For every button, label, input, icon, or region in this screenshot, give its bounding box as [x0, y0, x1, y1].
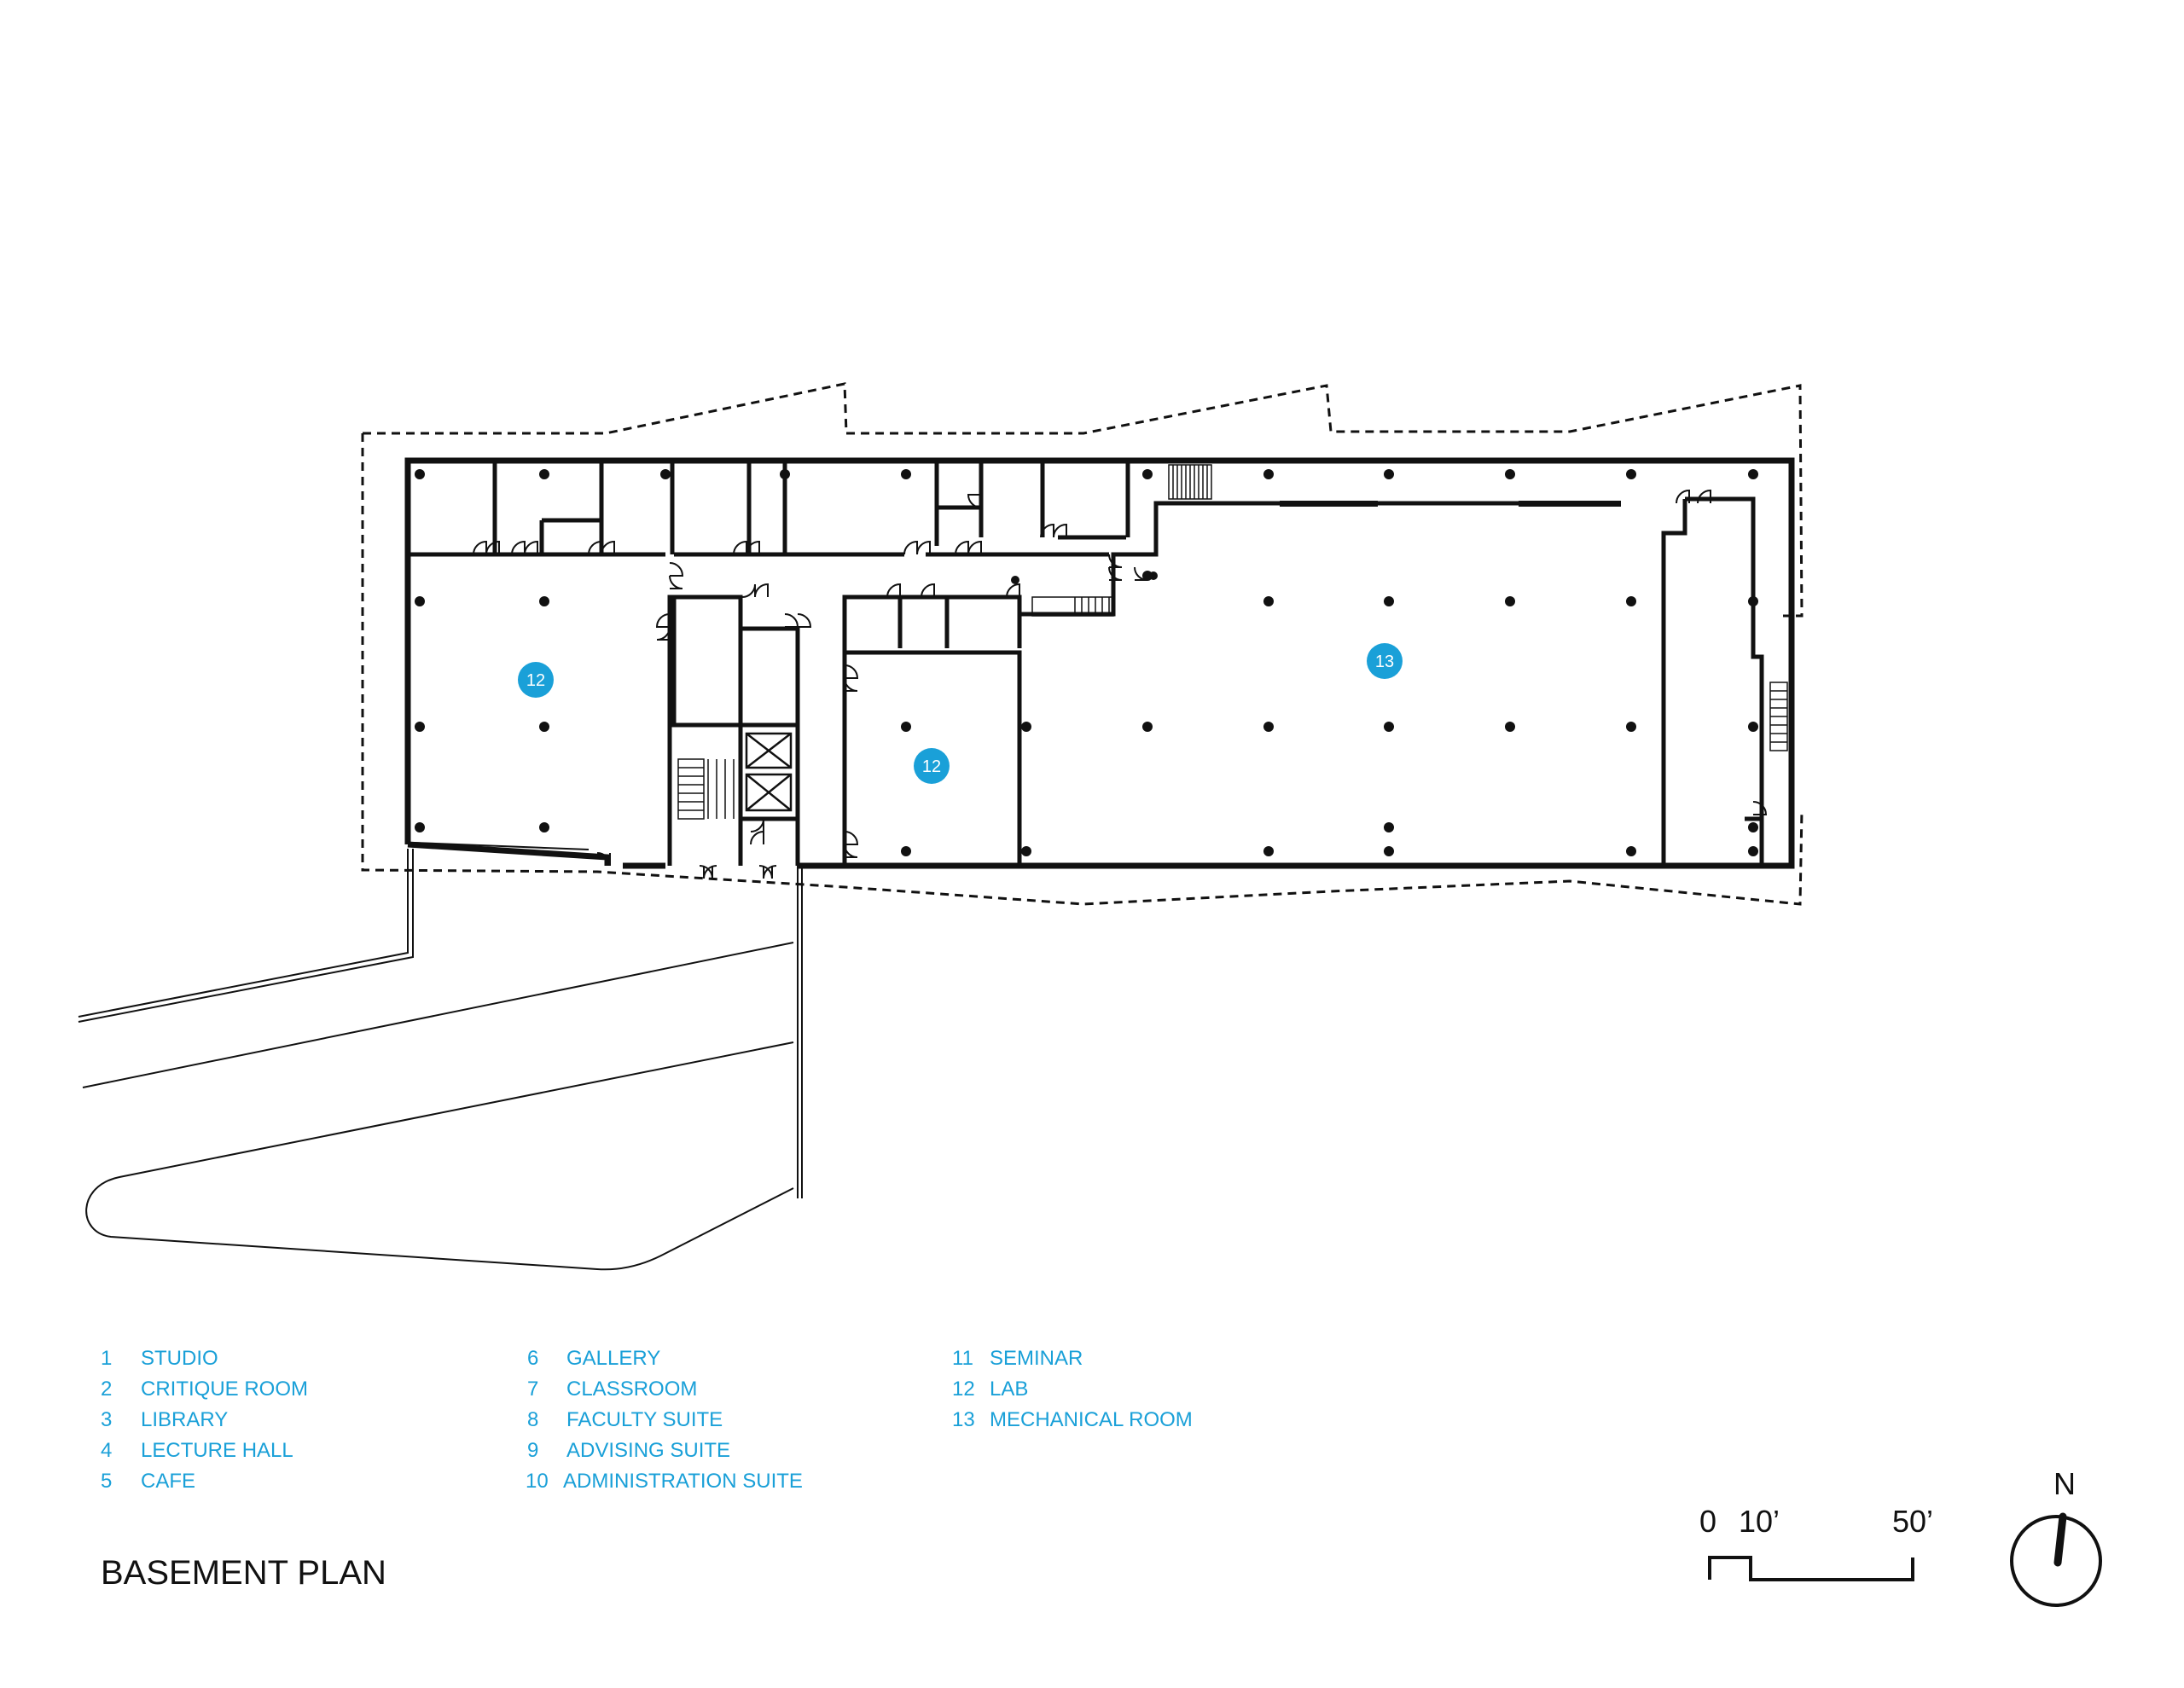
- room-legend: 1 STUDIO 2 CRITIQUE ROOM 3 LIBRARY 4 LEC…: [101, 1347, 1193, 1493]
- legend-num: 13: [952, 1408, 975, 1431]
- upper-floor-outline: [361, 382, 1804, 906]
- north-label: N: [2053, 1466, 2076, 1501]
- legend-label: STUDIO: [141, 1347, 218, 1370]
- door-swings: [473, 489, 1768, 879]
- legend-label: LIBRARY: [141, 1408, 228, 1431]
- legend-num: 6: [527, 1347, 538, 1370]
- legend-label: LAB: [990, 1378, 1028, 1401]
- legend-num: 11: [952, 1347, 973, 1370]
- legend-label: FACULTY SUITE: [566, 1408, 723, 1431]
- structural-columns: [415, 469, 1758, 856]
- legend-num: 7: [527, 1378, 538, 1401]
- legend-num: 8: [527, 1408, 538, 1431]
- legend-num: 12: [952, 1378, 975, 1401]
- plan-title: BASEMENT PLAN: [101, 1554, 386, 1592]
- legend-num: 2: [101, 1378, 112, 1401]
- north-arrow: N: [2010, 1466, 2102, 1607]
- svg-text:12: 12: [526, 671, 545, 690]
- legend-num: 4: [101, 1439, 112, 1462]
- legend-num: 1: [101, 1347, 112, 1370]
- legend-label: CRITIQUE ROOM: [141, 1378, 308, 1401]
- north-needle-icon: [2053, 1512, 2067, 1567]
- interior-walls: [408, 461, 1764, 866]
- glazing-lines: [413, 501, 1621, 850]
- scale-bar: 0 10’ 50’: [1699, 1504, 1933, 1581]
- svg-text:12: 12: [922, 757, 941, 776]
- legend-num: 3: [101, 1408, 112, 1431]
- legend-label: CLASSROOM: [566, 1378, 697, 1401]
- legend-label: LECTURE HALL: [141, 1439, 293, 1462]
- legend-label: ADVISING SUITE: [566, 1439, 730, 1462]
- scale-label-ten: 10’: [1739, 1504, 1780, 1539]
- legend-label: SEMINAR: [990, 1347, 1083, 1370]
- legend-num: 9: [527, 1439, 538, 1462]
- svg-text:13: 13: [1375, 653, 1394, 671]
- legend-label: CAFE: [141, 1470, 195, 1493]
- room-tag-lab-center: 12: [914, 748, 950, 784]
- legend-label: ADMINISTRATION SUITE: [563, 1470, 803, 1493]
- stairs: [677, 464, 1788, 820]
- room-tag-mechanical: 13: [1367, 643, 1403, 679]
- room-tag-lab-west: 12: [518, 662, 554, 698]
- legend-label: GALLERY: [566, 1347, 660, 1370]
- legend-num: 5: [101, 1470, 112, 1493]
- exterior-walls: [404, 457, 1795, 869]
- elevators: [745, 732, 793, 812]
- legend-label: MECHANICAL ROOM: [990, 1408, 1193, 1431]
- legend-num: 10: [526, 1470, 549, 1493]
- scale-label-zero: 0: [1699, 1504, 1716, 1539]
- scale-label-fifty: 50’: [1892, 1504, 1933, 1539]
- site-lines: [78, 849, 803, 1271]
